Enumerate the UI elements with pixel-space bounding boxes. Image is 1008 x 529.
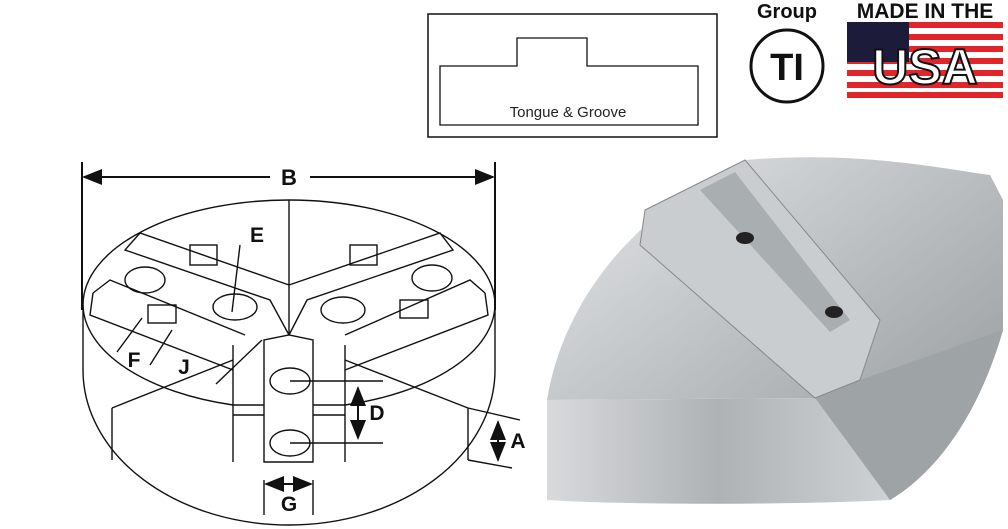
dimension-f-label: F (128, 349, 141, 372)
dimension-d-label: D (369, 402, 384, 425)
tongue-groove-diagram: Tongue & Groove (427, 13, 718, 138)
dimension-e-label: E (250, 224, 264, 247)
us-flag-icon (847, 22, 1003, 98)
group-heading: Group (757, 1, 817, 23)
made-in-usa-badge: MADE IN THE USA (847, 0, 1003, 98)
dimension-j-label: J (178, 356, 190, 379)
group-ti-badge: Group TI (749, 1, 825, 104)
group-code: TI (770, 47, 804, 89)
dimension-a-label: A (510, 430, 525, 453)
soft-jaw-photo (547, 157, 1003, 504)
usa-heading: MADE IN THE (857, 0, 994, 23)
chuck-line-drawing (81, 162, 521, 526)
dimension-b-label: B (281, 165, 297, 190)
dimension-g-label: G (281, 493, 297, 516)
tongue-groove-label: Tongue & Groove (510, 104, 627, 121)
usa-text: USA (872, 39, 978, 95)
